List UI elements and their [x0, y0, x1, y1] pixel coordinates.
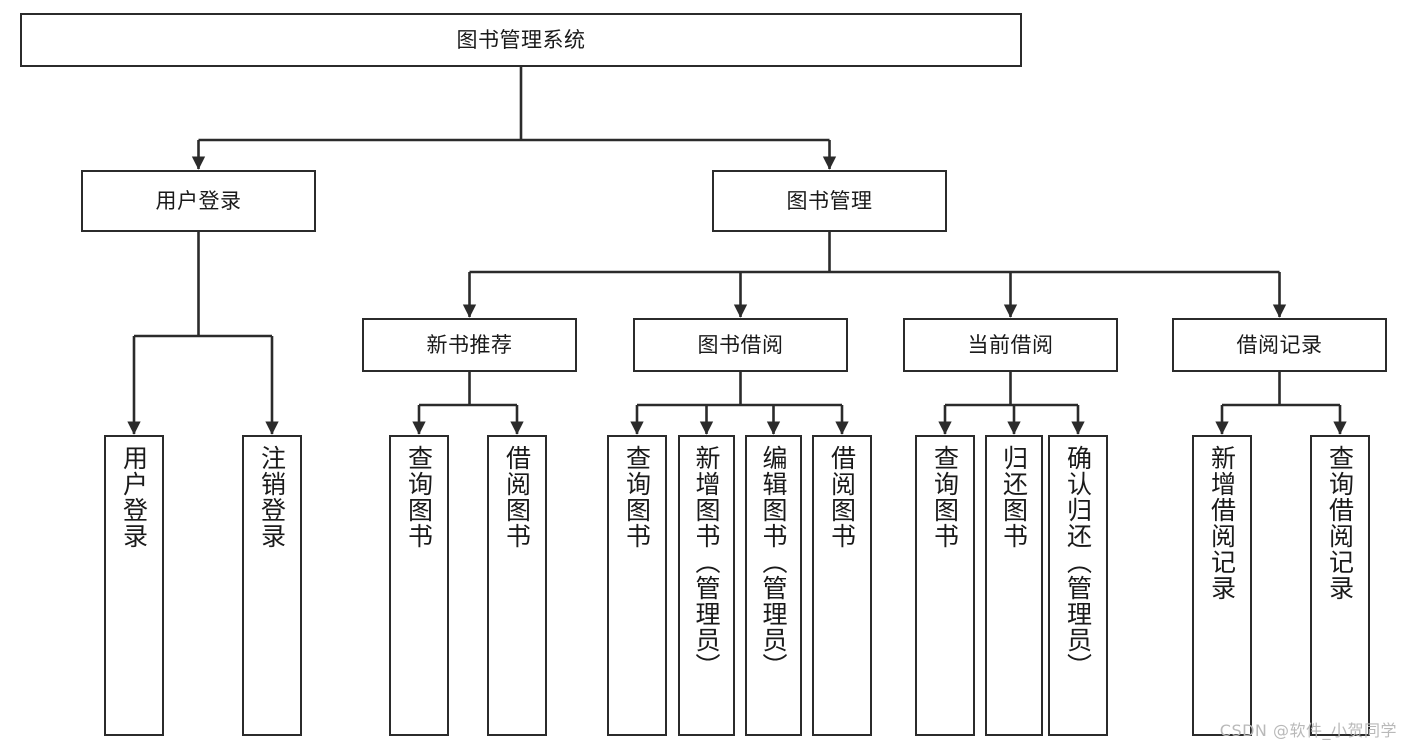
node-leaf-query-book-2[interactable]: 查询图书 — [607, 435, 667, 736]
node-label: 图书管理 — [786, 188, 873, 213]
node-label: 注销登录 — [257, 445, 287, 549]
node-leaf-borrow-book-1[interactable]: 借阅图书 — [487, 435, 547, 736]
node-label: 查询图书 — [622, 445, 652, 549]
node-label: 确认归还（管理员） — [1063, 445, 1093, 679]
csdn-watermark: CSDN @软件_小贺同学 — [1219, 721, 1397, 740]
node-leaf-borrow-book-2[interactable]: 借阅图书 — [812, 435, 872, 736]
node-label: 新增图书（管理员） — [692, 445, 721, 679]
node-borrow-record[interactable]: 借阅记录 — [1172, 318, 1387, 372]
node-label: 用户登录 — [119, 445, 149, 549]
node-book-manage[interactable]: 图书管理 — [712, 170, 947, 232]
node-label: 编辑图书（管理员） — [759, 445, 788, 679]
node-leaf-query-book-1[interactable]: 查询图书 — [389, 435, 449, 736]
node-label: 新书推荐 — [426, 332, 513, 357]
node-label: 借阅记录 — [1236, 332, 1323, 357]
node-label: 图书管理系统 — [456, 27, 586, 52]
node-leaf-return-book[interactable]: 归还图书 — [985, 435, 1043, 736]
node-label: 归还图书 — [999, 445, 1029, 549]
node-label: 查询借阅记录 — [1325, 445, 1355, 601]
node-leaf-query-record[interactable]: 查询借阅记录 — [1310, 435, 1370, 736]
node-book-borrow[interactable]: 图书借阅 — [633, 318, 848, 372]
node-label: 当前借阅 — [967, 332, 1054, 357]
node-label: 图书借阅 — [697, 332, 784, 357]
node-leaf-add-book[interactable]: 新增图书（管理员） — [678, 435, 735, 736]
node-root-root[interactable]: 图书管理系统 — [20, 13, 1022, 67]
node-leaf-add-record[interactable]: 新增借阅记录 — [1192, 435, 1252, 736]
node-new-book-rec[interactable]: 新书推荐 — [362, 318, 577, 372]
node-label: 用户登录 — [155, 188, 242, 213]
node-label: 借阅图书 — [502, 445, 532, 549]
node-leaf-query-book-3[interactable]: 查询图书 — [915, 435, 975, 736]
node-label: 新增借阅记录 — [1207, 445, 1237, 601]
node-user-login[interactable]: 用户登录 — [81, 170, 316, 232]
node-label: 借阅图书 — [827, 445, 857, 549]
node-leaf-confirm-return[interactable]: 确认归还（管理员） — [1048, 435, 1108, 736]
node-leaf-edit-book[interactable]: 编辑图书（管理员） — [745, 435, 802, 736]
node-label: 查询图书 — [404, 445, 434, 549]
node-leaf-user-login[interactable]: 用户登录 — [104, 435, 164, 736]
node-current-borrow[interactable]: 当前借阅 — [903, 318, 1118, 372]
node-label: 查询图书 — [930, 445, 960, 549]
node-leaf-user-logout[interactable]: 注销登录 — [242, 435, 302, 736]
